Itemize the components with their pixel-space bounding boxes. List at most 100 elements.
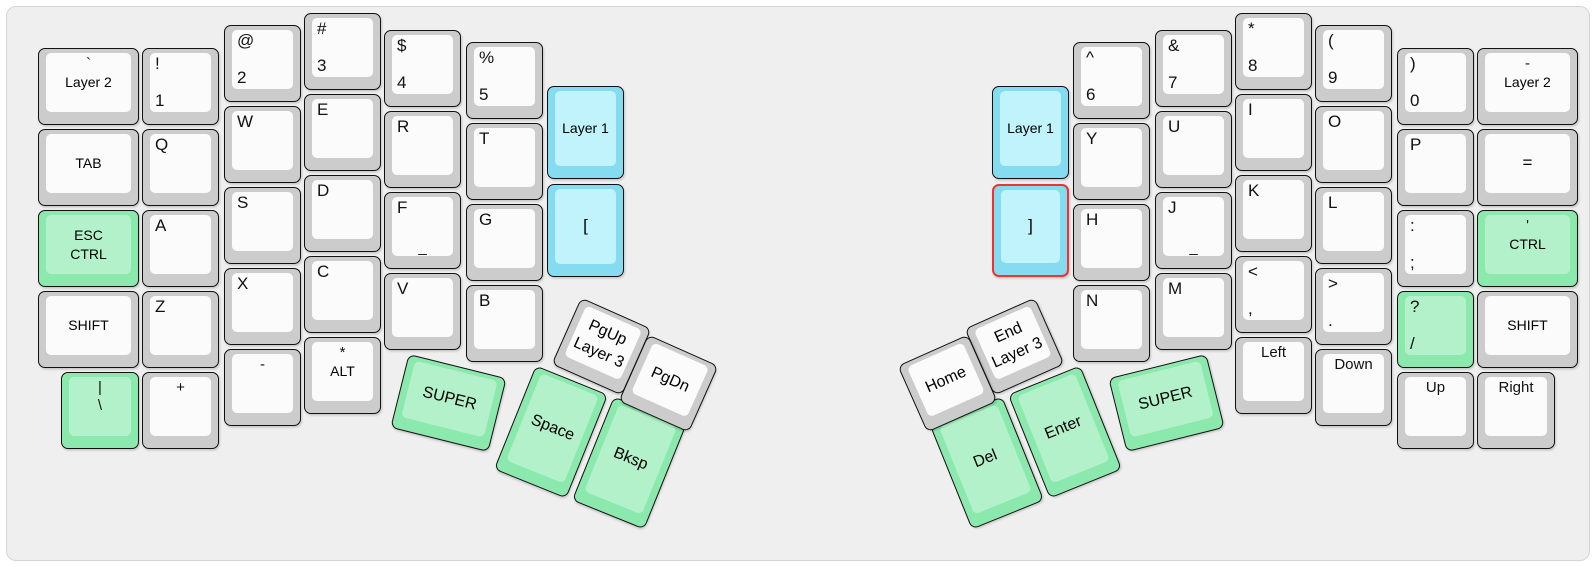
- keycap-surface: ]: [1001, 190, 1060, 263]
- key-legend: CTRL: [70, 245, 107, 262]
- keycap-surface: K: [1243, 180, 1304, 239]
- key-period[interactable]: >.: [1315, 268, 1392, 345]
- key-left-bracket[interactable]: [: [547, 184, 624, 277]
- key-legend: =: [1522, 153, 1533, 173]
- key-legend: 2: [237, 68, 247, 87]
- key-legend-top: +: [150, 379, 211, 397]
- key-b[interactable]: B: [466, 285, 543, 362]
- keycap-surface: O: [1323, 111, 1384, 170]
- key-tab[interactable]: TAB: [38, 129, 139, 206]
- key-i[interactable]: I: [1235, 94, 1312, 171]
- key-1[interactable]: !1: [142, 48, 219, 125]
- keycap-surface: W: [232, 111, 293, 170]
- key-g[interactable]: G: [466, 204, 543, 281]
- key-super-left[interactable]: SUPER: [390, 353, 507, 453]
- key-legend: I: [1248, 100, 1253, 119]
- key-plus[interactable]: +: [142, 372, 219, 449]
- keycap-surface: Z: [150, 296, 211, 355]
- key-legend-top: ': [1485, 217, 1570, 235]
- key-legend: SHIFT: [68, 317, 109, 334]
- key-legend: M: [1168, 279, 1183, 298]
- key-colon-semicolon[interactable]: :;: [1397, 210, 1474, 287]
- key-arrow-left[interactable]: Left: [1235, 337, 1312, 414]
- key-legend: ,: [1248, 299, 1253, 318]
- key-legend: W: [237, 112, 254, 131]
- key-arrow-up[interactable]: Up: [1397, 372, 1474, 449]
- key-arrow-down[interactable]: Down: [1315, 349, 1392, 426]
- key-arrow-right[interactable]: Right: [1477, 372, 1555, 449]
- key-equals[interactable]: =: [1477, 129, 1578, 206]
- key-v[interactable]: V: [384, 273, 461, 350]
- key-o[interactable]: O: [1315, 106, 1392, 183]
- key-t[interactable]: T: [466, 123, 543, 200]
- key-layer1-right[interactable]: Layer 1: [992, 86, 1069, 179]
- key-l[interactable]: L: [1315, 187, 1392, 264]
- key-legend-center: Layer 1: [555, 91, 616, 166]
- key-legend: 6: [1086, 85, 1096, 104]
- key-e[interactable]: E: [304, 94, 381, 171]
- key-a[interactable]: A: [142, 210, 219, 287]
- key-5[interactable]: %5: [466, 42, 543, 119]
- key-legend: !: [155, 54, 160, 73]
- key-z[interactable]: Z: [142, 291, 219, 368]
- key-legend-top: |\: [69, 379, 131, 415]
- key-star-alt[interactable]: *ALT: [304, 337, 381, 414]
- key-n[interactable]: N: [1073, 285, 1150, 362]
- key-quote-ctrl[interactable]: 'CTRL: [1477, 210, 1578, 287]
- key-c[interactable]: C: [304, 256, 381, 333]
- key-legend: S: [237, 193, 249, 212]
- key-w[interactable]: W: [224, 106, 301, 183]
- key-legend: Z: [155, 297, 166, 316]
- key-6[interactable]: ^6: [1073, 42, 1150, 119]
- key-legend-center: Home: [907, 342, 985, 417]
- key-4[interactable]: $4: [384, 30, 461, 107]
- key-legend: Enter: [1042, 412, 1085, 444]
- key-right-bracket[interactable]: ]: [992, 184, 1069, 277]
- key-m[interactable]: M: [1155, 273, 1232, 350]
- key-x[interactable]: X: [224, 268, 301, 345]
- key-j[interactable]: J_: [1155, 192, 1232, 269]
- keycap-surface: B: [474, 290, 535, 349]
- key-minus-layer2[interactable]: -Layer 2: [1477, 48, 1578, 125]
- key-legend-top: -: [232, 356, 293, 374]
- key-legend: 1: [155, 91, 165, 110]
- key-2[interactable]: @2: [224, 25, 301, 102]
- key-legend: :: [1410, 216, 1415, 235]
- key-9[interactable]: (9: [1315, 25, 1392, 102]
- key-0[interactable]: )0: [1397, 48, 1474, 125]
- key-comma[interactable]: <,: [1235, 256, 1312, 333]
- key-super-right[interactable]: SUPER: [1108, 353, 1225, 453]
- key-p[interactable]: P: [1397, 129, 1474, 206]
- key-k[interactable]: K: [1235, 175, 1312, 252]
- key-question-slash[interactable]: ?/: [1397, 291, 1474, 368]
- key-f[interactable]: F_: [384, 192, 461, 269]
- key-y[interactable]: Y: [1073, 123, 1150, 200]
- key-legend: |: [98, 379, 102, 396]
- key-legend: Bksp: [610, 444, 651, 474]
- key-legend: 9: [1328, 68, 1338, 87]
- key-8[interactable]: *8: [1235, 13, 1312, 90]
- key-r[interactable]: R: [384, 111, 461, 188]
- keycap-surface: (9: [1323, 30, 1384, 89]
- key-pipe-backslash[interactable]: |\: [61, 372, 139, 449]
- key-legend: ^: [1086, 48, 1094, 67]
- key-grave-layer2[interactable]: `Layer 2: [38, 48, 139, 125]
- key-7[interactable]: &7: [1155, 30, 1232, 107]
- key-shift-right[interactable]: SHIFT: [1477, 291, 1578, 368]
- key-u[interactable]: U: [1155, 111, 1232, 188]
- key-shift-left[interactable]: SHIFT: [38, 291, 139, 368]
- key-h[interactable]: H: [1073, 204, 1150, 281]
- key-layer1-left[interactable]: Layer 1: [547, 86, 624, 179]
- key-legend: ]: [1028, 216, 1033, 236]
- key-d[interactable]: D: [304, 175, 381, 252]
- key-q[interactable]: Q: [142, 129, 219, 206]
- key-s[interactable]: S: [224, 187, 301, 264]
- key-legend-center: PgDn: [631, 342, 709, 417]
- key-legend-center: ALT: [312, 342, 373, 401]
- key-3[interactable]: #3: [304, 13, 381, 90]
- key-minus-left[interactable]: -: [224, 349, 301, 426]
- keycap-surface: =: [1485, 134, 1570, 193]
